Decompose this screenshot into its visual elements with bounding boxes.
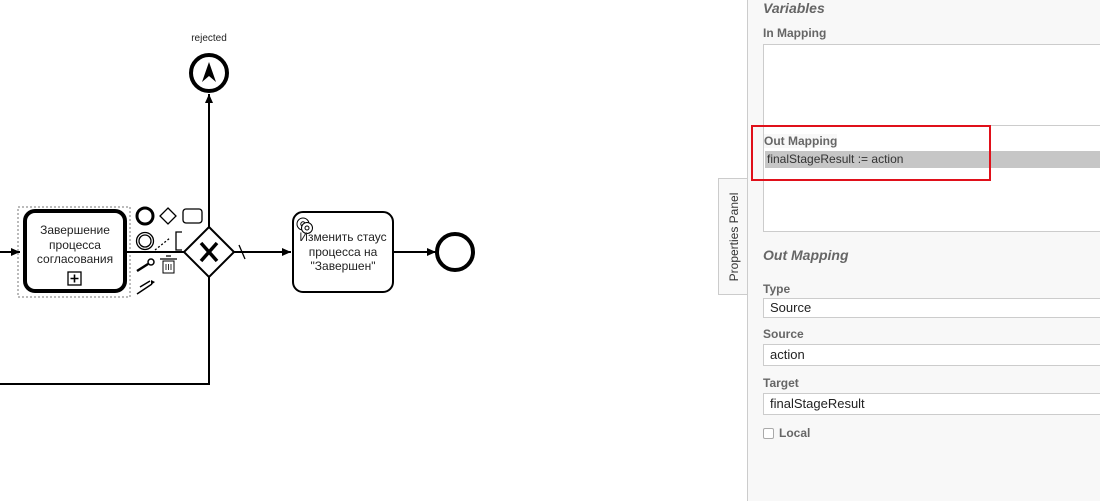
target-label: Target bbox=[763, 376, 799, 390]
task-pad-icon bbox=[182, 208, 203, 224]
gateway-x-marker bbox=[199, 241, 219, 263]
type-label: Type bbox=[763, 282, 791, 296]
properties-panel-tab-label: Properties Panel bbox=[726, 192, 741, 281]
source-input[interactable]: action bbox=[763, 344, 1100, 366]
subprocess-shape bbox=[23, 209, 127, 293]
out-mapping-detail-title: Out Mapping bbox=[763, 247, 849, 263]
local-checkbox[interactable] bbox=[763, 428, 774, 439]
default-flow-marker bbox=[238, 244, 246, 260]
wrench-pad-icon bbox=[136, 262, 149, 273]
subprocess-label[interactable]: Завершение процесса согласования bbox=[36, 223, 114, 267]
source-label: Source bbox=[763, 327, 804, 341]
bpmn-diagram bbox=[0, 53, 475, 385]
gear-icon bbox=[296, 217, 313, 234]
gateway-pad-icon bbox=[159, 207, 177, 225]
association-pad-icon bbox=[154, 237, 171, 251]
out-mapping-item[interactable]: finalStageResult := action bbox=[765, 151, 1100, 168]
end-event bbox=[435, 232, 475, 272]
bpmn-canvas[interactable]: rejected Завершение процесса согласовани… bbox=[0, 0, 748, 501]
mapping-list-box[interactable]: Out Mapping finalStageResult := action bbox=[763, 44, 1100, 232]
annotation-pad-icon bbox=[175, 231, 182, 251]
out-mapping-label: Out Mapping bbox=[764, 134, 838, 148]
in-mapping-label: In Mapping bbox=[763, 26, 827, 40]
out-mapping-list[interactable]: Out Mapping finalStageResult := action bbox=[764, 125, 1100, 234]
type-select[interactable]: Source bbox=[763, 298, 1100, 318]
escalation-marker bbox=[202, 62, 216, 82]
variables-group-title: Variables bbox=[763, 0, 825, 16]
local-label: Local bbox=[779, 426, 811, 440]
properties-panel-toggle[interactable]: Properties Panel bbox=[718, 178, 748, 295]
rejected-label: rejected bbox=[191, 33, 227, 44]
end-event-pad-icon bbox=[135, 206, 155, 226]
sequence-flow-loop bbox=[0, 276, 210, 385]
target-input[interactable]: finalStageResult bbox=[763, 393, 1100, 415]
properties-panel: Variables In Mapping Out Mapping finalSt… bbox=[747, 0, 1100, 501]
service-task-label[interactable]: Изменить стаус процесса на "Завершен" bbox=[299, 230, 387, 274]
connect-pad-icon bbox=[136, 280, 153, 295]
plus-icon bbox=[70, 274, 79, 283]
